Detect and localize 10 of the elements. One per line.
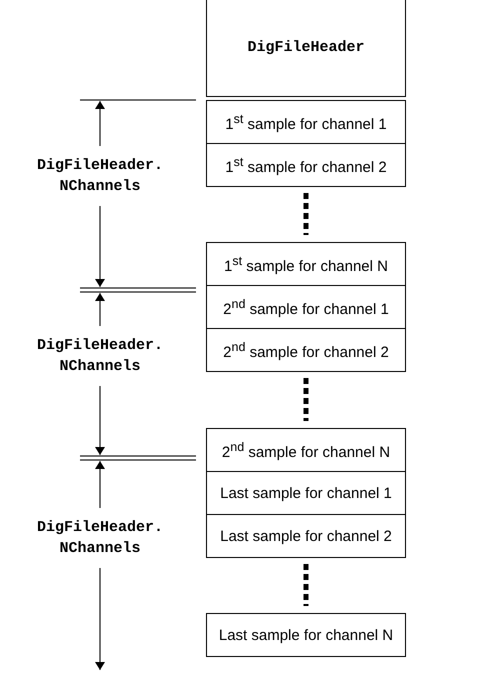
sample-box: 2$^{nd}$ sample for channel N <box>206 428 406 472</box>
sample-box: 1$^{st}$ sample for channel 1 <box>206 100 406 144</box>
sample-box: 1$^{st}$ sample for channel N <box>206 242 406 286</box>
sample-box: 1$^{st}$ sample for channel 2 <box>206 143 406 187</box>
sample-box: Last sample for channel 1 <box>206 471 406 515</box>
sample-box: 2$^{nd}$ sample for channel 1 <box>206 285 406 329</box>
header-box: DigFileHeader <box>206 0 406 97</box>
sample-box: Last sample for channel 2 <box>206 514 406 558</box>
sample-box: Last sample for channel N <box>206 613 406 657</box>
sample-box: 2$^{nd}$ sample for channel 2 <box>206 328 406 372</box>
